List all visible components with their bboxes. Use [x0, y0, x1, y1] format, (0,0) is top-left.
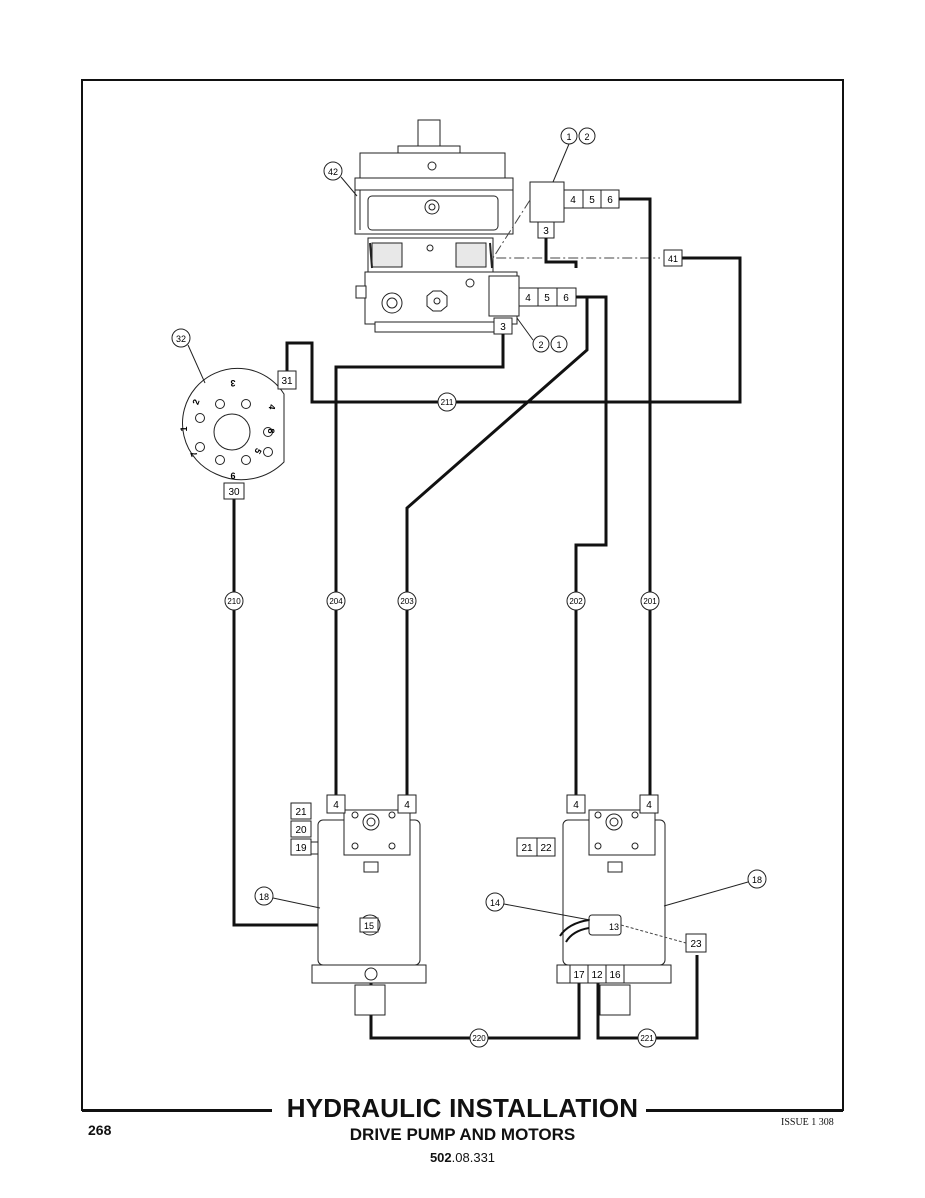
hose-210-label: 210 [227, 597, 241, 606]
leader-18-right [663, 881, 749, 907]
callout-14 [485, 892, 505, 912]
callout-2-top [578, 127, 596, 145]
hose-220-label: 220 [472, 1034, 486, 1043]
switch-num-7: 7 [188, 450, 199, 458]
callout-18-right-text: 18 [752, 875, 762, 885]
leader-32 [187, 344, 206, 384]
right-motor-port-b: 4 [646, 800, 652, 811]
switch-num-2: 2 [190, 398, 201, 406]
diagram-title: HYDRAULIC INSTALLATION [286, 1093, 639, 1123]
hose-211-label: 211 [441, 398, 454, 407]
hose-41-link [544, 238, 578, 268]
title-rule-right [646, 1110, 843, 1112]
callout-32 [171, 328, 191, 348]
callout-2-lower-text: 2 [538, 340, 543, 350]
pump-port-6: 6 [563, 293, 569, 304]
callout-1-lower [550, 335, 568, 353]
switch-num-4: 4 [267, 404, 278, 411]
hose-204-label: 204 [329, 597, 343, 606]
pump-port-5: 5 [544, 293, 550, 304]
dashdot-line [492, 199, 660, 259]
callout-2-top-text: 2 [584, 132, 589, 142]
dashed-23 [620, 924, 687, 944]
label-41: 41 [668, 254, 678, 264]
document-number-bold: 502 [429, 1150, 452, 1165]
hose-204 [334, 334, 505, 803]
pump-port-4: 4 [525, 293, 531, 304]
valve-port-4: 4 [570, 195, 576, 206]
callout-42-text: 42 [328, 167, 338, 177]
valve-port-5: 5 [589, 195, 595, 206]
drive-pump [354, 119, 518, 333]
leader-42 [340, 176, 358, 197]
left-motor-port-b: 4 [404, 800, 410, 811]
hose-201-label: 201 [643, 597, 657, 606]
hose-211 [285, 256, 742, 404]
switch-port-31: 31 [281, 376, 293, 387]
callout-42 [323, 161, 343, 181]
leader-lower [516, 317, 534, 341]
left-motor-21: 21 [295, 807, 307, 818]
callout-18-right [747, 869, 767, 889]
callout-18-left [254, 886, 274, 906]
callout-14-text: 14 [490, 898, 500, 908]
left-motor-port-a: 4 [333, 800, 339, 811]
callout-1-top-text: 1 [566, 132, 571, 142]
left-motor-20: 20 [295, 825, 307, 836]
sensor-wires [559, 919, 590, 943]
right-motor-22: 22 [540, 843, 552, 854]
leader-18-left [272, 897, 321, 909]
left-motor-15: 15 [364, 921, 374, 931]
switch-num-8: 8 [266, 428, 276, 433]
switch-num-1: 1 [179, 426, 189, 431]
left-motor-19: 19 [295, 843, 307, 854]
right-motor-23: 23 [690, 939, 702, 950]
page-number: 268 [88, 1122, 112, 1138]
right-motor-port-a: 4 [573, 800, 579, 811]
leader-14 [503, 903, 591, 921]
right-motor-17: 17 [573, 970, 585, 981]
left-drive-motor [290, 794, 427, 1016]
hose-202-label: 202 [569, 597, 583, 606]
hose-201 [619, 197, 652, 795]
rotary-switch [182, 367, 297, 500]
leader-valve [552, 143, 570, 183]
switch-port-30: 30 [228, 487, 240, 498]
callout-1-lower-text: 1 [556, 340, 561, 350]
hose-callouts [224, 392, 660, 1048]
diagram-subtitle: DRIVE PUMP AND MOTORS [349, 1125, 576, 1144]
hose-203-label: 203 [400, 597, 414, 606]
document-number-rest: .08.331 [451, 1150, 496, 1165]
callout-18-left-text: 18 [259, 892, 269, 902]
hose-203 [405, 297, 589, 795]
valve-block [529, 181, 620, 239]
switch-num-5: 5 [252, 446, 263, 455]
callout-2-lower [532, 335, 550, 353]
pump-port-3: 3 [500, 322, 506, 333]
right-drive-motor [516, 794, 707, 1016]
hose-202 [574, 295, 608, 795]
label-41-box [663, 249, 683, 267]
valve-port-3: 3 [543, 226, 549, 237]
right-motor-16: 16 [609, 970, 621, 981]
title-rule-left [82, 1110, 272, 1112]
document-number: 502.08.331 [0, 1150, 925, 1165]
valve-port-6: 6 [607, 195, 613, 206]
right-motor-21: 21 [521, 843, 533, 854]
callout-32-text: 32 [176, 334, 186, 344]
issue-label: ISSUE 1 308 [781, 1117, 834, 1128]
hose-221-label: 221 [640, 1034, 654, 1043]
switch-num-6: 6 [230, 471, 235, 481]
right-motor-12: 12 [591, 970, 603, 981]
right-motor-13: 13 [609, 922, 619, 932]
switch-num-3: 3 [230, 378, 235, 388]
